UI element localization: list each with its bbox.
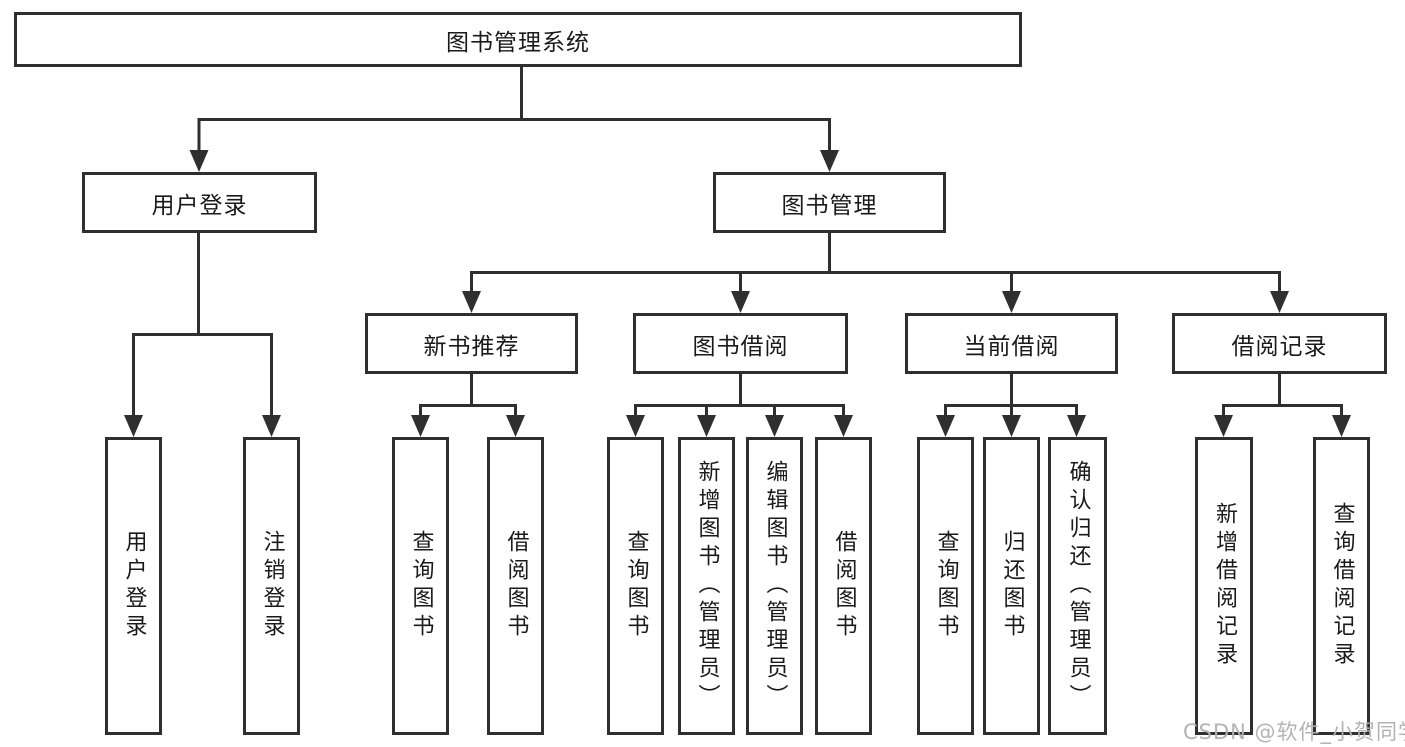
node-new-book-recommend: 新书推荐 <box>365 313 578 374</box>
watermark: CSDN @软件_小贺同学 <box>1183 720 1405 744</box>
node-current-borrow: 当前借阅 <box>905 313 1118 374</box>
connector-bookborrow-to-leaves <box>626 374 853 437</box>
connector-borrowrecord-to-leaves <box>1214 374 1351 437</box>
connector-bookmgmt-to-level3 <box>462 233 1289 313</box>
node-book-borrow: 图书借阅 <box>633 313 848 374</box>
leaf-confirm-return-admin: 确认归还（管理员） <box>1048 437 1107 735</box>
leaf-query-borrow-record: 查询借阅记录 <box>1313 437 1370 735</box>
leaf-add-borrow-record: 新增借阅记录 <box>1195 437 1253 735</box>
leaf-borrow-books: 借阅图书 <box>815 437 872 735</box>
connector-newbook-to-leaves <box>411 374 525 437</box>
node-book-management: 图书管理 <box>713 172 946 233</box>
node-user-login: 用户登录 <box>82 172 317 233</box>
node-borrow-records: 借阅记录 <box>1172 313 1387 374</box>
leaf-return-book: 归还图书 <box>983 437 1040 735</box>
leaf-query-books-current: 查询图书 <box>917 437 974 735</box>
connector-userlogin-to-leaves <box>124 233 281 437</box>
leaf-query-books-borrow: 查询图书 <box>607 437 664 735</box>
leaf-user-login: 用户登录 <box>105 437 162 735</box>
connector-root-to-level2 <box>189 67 839 172</box>
connector-currentborrow-to-leaves <box>936 374 1086 437</box>
leaf-logout: 注销登录 <box>243 437 300 735</box>
leaf-query-books-recommend: 查询图书 <box>392 437 449 735</box>
node-root-system: 图书管理系统 <box>14 12 1022 67</box>
leaf-borrow-books-recommend: 借阅图书 <box>487 437 544 735</box>
leaf-edit-book-admin: 编辑图书（管理员） <box>746 437 803 735</box>
leaf-add-book-admin: 新增图书（管理员） <box>678 437 735 735</box>
